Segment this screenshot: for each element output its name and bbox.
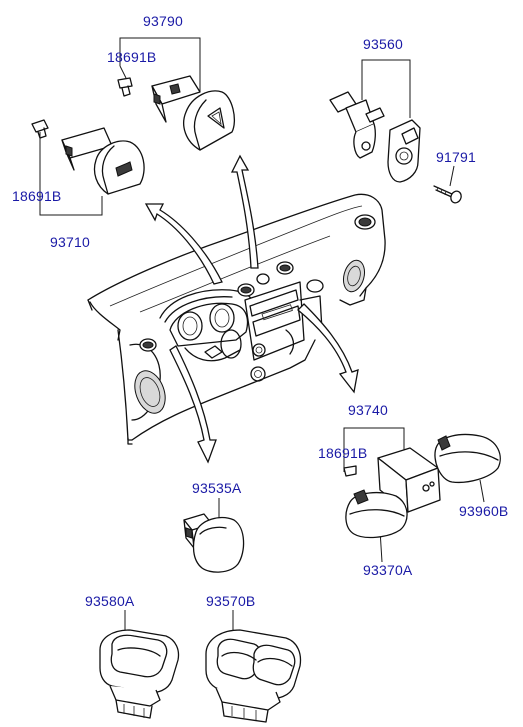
- dashboard-drawing: [87, 193, 386, 445]
- part-label-93370a[interactable]: 93370A: [363, 562, 413, 578]
- window-switch-double-drawing: [205, 629, 302, 723]
- callout-arrows: [144, 154, 359, 464]
- left-switch-drawing: [31, 119, 145, 195]
- leader-lines: [39, 37, 485, 634]
- part-label-93535a[interactable]: 93535A: [192, 480, 242, 496]
- leader-93560: [361, 59, 411, 118]
- arrow-to-93740: [297, 303, 359, 394]
- part-label-93580a[interactable]: 93580A: [85, 593, 135, 609]
- dimmer-switch-drawing: [183, 513, 245, 573]
- arrow-to-93535a: [169, 345, 217, 464]
- part-label-93710[interactable]: 93710: [50, 234, 90, 250]
- leader-91791: [449, 165, 455, 187]
- screw-drawing: [433, 185, 462, 204]
- arrow-to-93790: [230, 154, 259, 269]
- leader-93790: [119, 37, 201, 92]
- part-label-93570b[interactable]: 93570B: [206, 593, 256, 609]
- part-label-93560[interactable]: 93560: [363, 36, 403, 52]
- leader-93740: [343, 427, 405, 472]
- arrow-to-93710: [144, 203, 223, 285]
- part-label-18691b-right[interactable]: 18691B: [318, 445, 368, 461]
- hazard-switch-drawing: [117, 75, 236, 151]
- part-label-93960b[interactable]: 93960B: [459, 503, 509, 519]
- window-switch-single-drawing: [99, 629, 180, 719]
- leader-93710: [39, 132, 103, 216]
- leader-93960b: [479, 479, 485, 503]
- door-switch-drawing: [329, 91, 421, 183]
- part-label-93790[interactable]: 93790: [143, 13, 183, 29]
- part-label-93740[interactable]: 93740: [348, 402, 388, 418]
- part-label-18691b-top[interactable]: 18691B: [107, 49, 157, 65]
- part-label-91791[interactable]: 91791: [436, 149, 476, 165]
- part-label-18691b-left[interactable]: 18691B: [12, 188, 62, 204]
- right-switch-group-drawing: [343, 433, 501, 539]
